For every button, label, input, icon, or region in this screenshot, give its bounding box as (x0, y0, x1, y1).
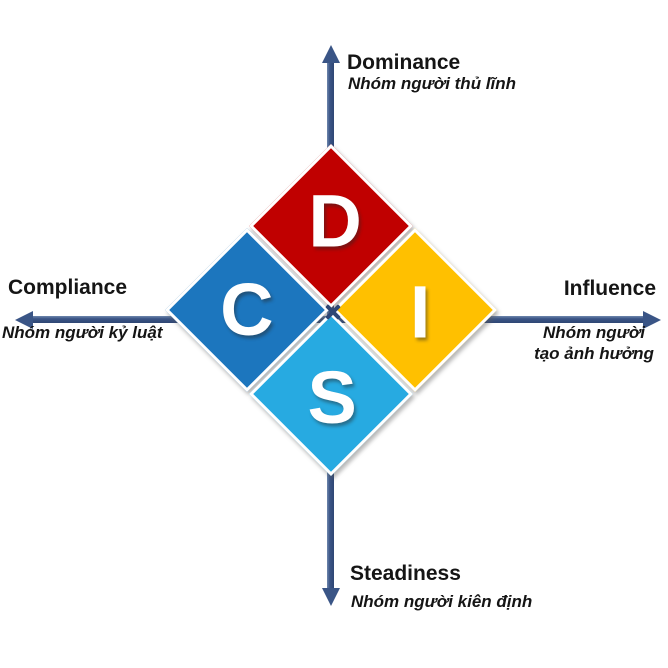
right-arrowhead-icon (643, 311, 661, 329)
compliance-label: Compliance (8, 276, 128, 299)
up-arrowhead-icon (322, 45, 340, 63)
dominance-label: Dominance (347, 51, 461, 74)
influence-subtitle: Nhóm người tạo ảnh hưởng (531, 322, 657, 364)
steadiness-subtitle: Nhóm người kiên định (351, 592, 533, 611)
influence-letter: I (409, 270, 431, 354)
dominance-subtitle: Nhóm người thủ lĩnh (348, 74, 517, 93)
influence-label: Influence (563, 277, 656, 300)
influence-subtitle-line2: tạo ảnh hưởng (534, 344, 654, 363)
steadiness-diamond: S (248, 311, 414, 477)
compliance-subtitle: Nhóm người kỷ luật (2, 323, 163, 342)
influence-subtitle-line1: Nhóm người (543, 323, 645, 342)
dominance-letter: D (308, 179, 362, 263)
steadiness-letter: S (307, 356, 358, 440)
center-cross-icon (326, 305, 340, 319)
left-arrowhead-icon (15, 311, 33, 329)
compliance-letter: C (220, 267, 274, 351)
down-arrowhead-icon (322, 588, 340, 606)
quadrant-steadiness: S (248, 311, 414, 477)
steadiness-label: Steadiness (350, 562, 461, 585)
